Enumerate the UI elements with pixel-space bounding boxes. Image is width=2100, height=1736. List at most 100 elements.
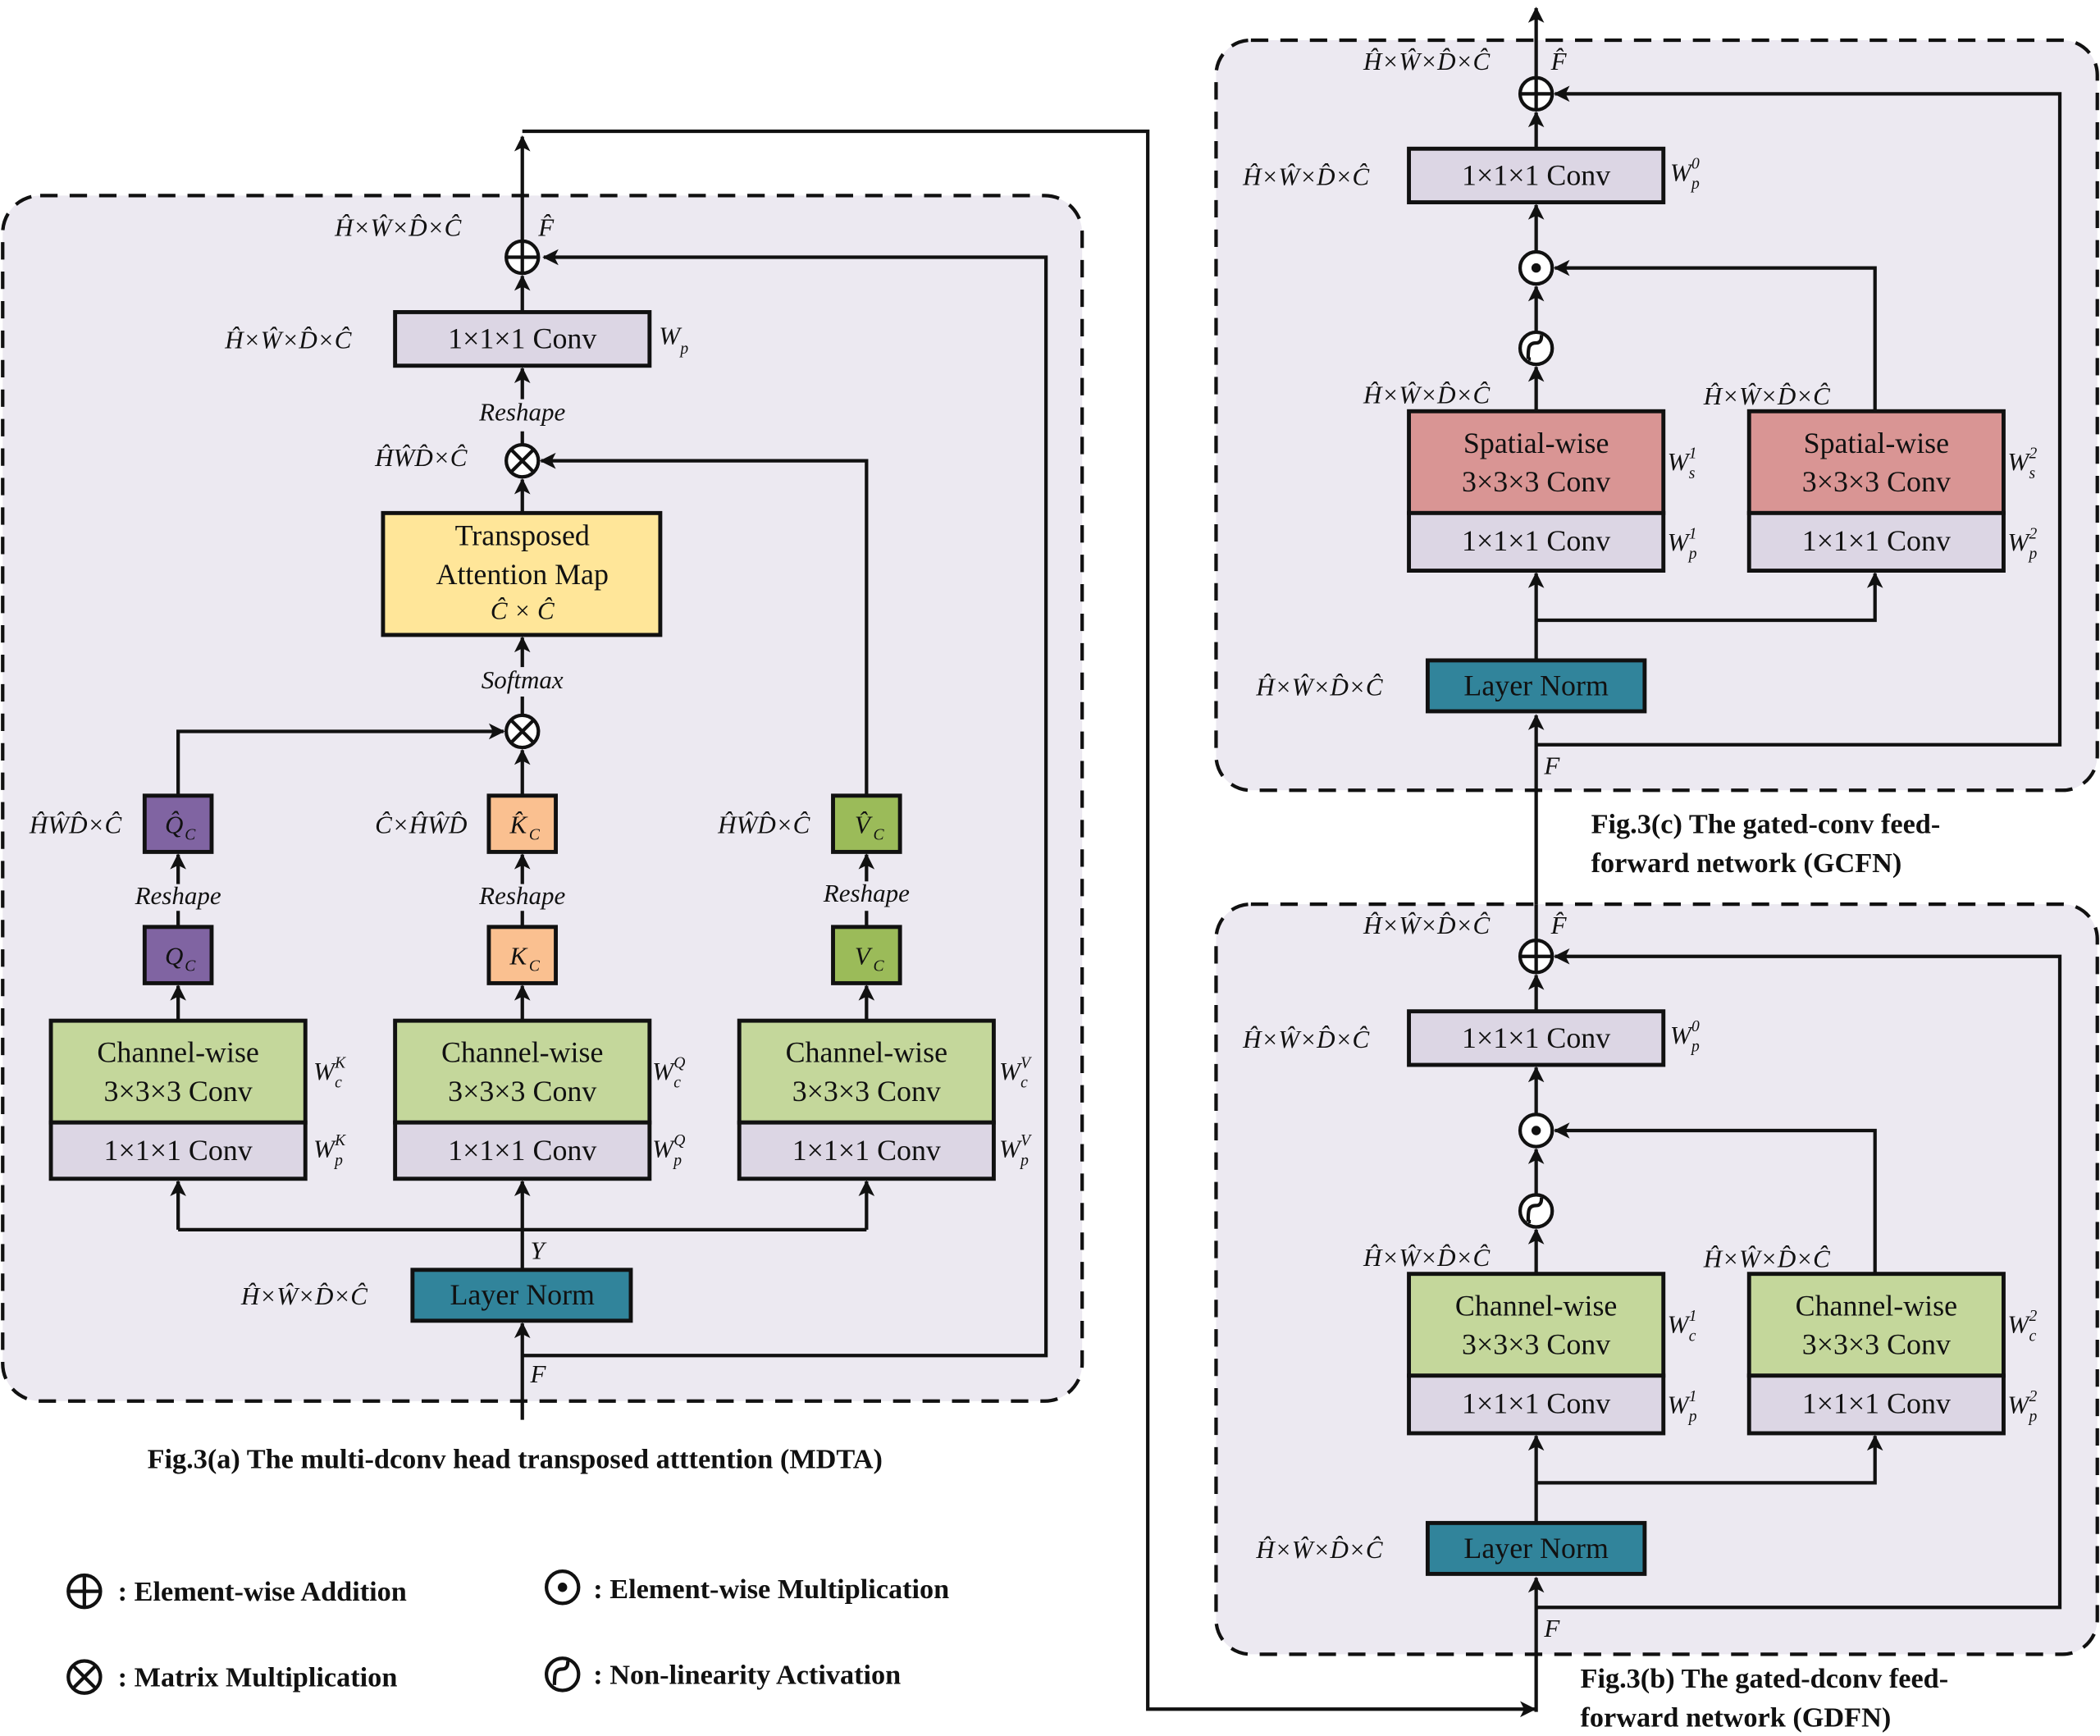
pwconv-label: 1×1×1 Conv xyxy=(792,1134,941,1167)
gcfn-out-label: F̂ xyxy=(1550,47,1568,75)
mdta-out-label: F̂ xyxy=(537,212,555,241)
gdfn-activation-icon xyxy=(1518,1193,1554,1229)
gcfn-activation-icon xyxy=(1518,330,1554,367)
pw-label: 1×1×1 Conv xyxy=(1802,1387,1951,1419)
q-hat-label: Q̂ xyxy=(165,811,183,839)
mdta-proj-weight: W xyxy=(659,322,682,350)
dwconv-line1: Channel-wise xyxy=(786,1036,947,1069)
w-c: W xyxy=(2007,1310,2031,1339)
weight-p: W xyxy=(652,1135,676,1163)
w-s-sup: 2 xyxy=(2029,445,2037,462)
spatial-line1: Spatial-wise xyxy=(1463,427,1609,459)
weight-c-sup: V xyxy=(1020,1054,1032,1071)
w-s-sub: s xyxy=(2029,465,2035,482)
spatial-line1: Spatial-wise xyxy=(1804,427,1950,459)
mdta-residual-line xyxy=(522,249,1048,1358)
w-c-sub: c xyxy=(2029,1327,2036,1345)
mdta-caption: Fig.3(a) The multi-dconv head transposed… xyxy=(148,1443,883,1474)
weight-c-sub: c xyxy=(673,1075,681,1092)
k-hat-block xyxy=(486,793,558,854)
gdfn-branch-2: Channel-wise 3×3×3 Conv 1×1×1 Conv W 2 c… xyxy=(1746,1272,2037,1436)
gcfn-input-label: F xyxy=(1543,752,1560,780)
weight-p-sup: V xyxy=(1020,1132,1032,1149)
gcfn-ln-dim: Ĥ×Ŵ×D̂×Ĉ xyxy=(1255,672,1382,701)
v-hat-block xyxy=(831,793,902,854)
q-reshape-label: Reshape xyxy=(135,881,221,910)
mdta-proj-conv-label: 1×1×1 Conv xyxy=(448,322,596,355)
gdfn-out-dim: Ĥ×Ŵ×D̂×Ĉ xyxy=(1363,911,1490,939)
weight-p-sup: Q xyxy=(673,1132,685,1149)
gdfn-layer-norm xyxy=(1425,1520,1647,1576)
gdfn-out-label: F̂ xyxy=(1550,911,1568,939)
gdfn-proj-w-sup: 0 xyxy=(1691,1018,1700,1035)
circle-dot-icon xyxy=(545,1569,581,1606)
mdta-branch-dwconv xyxy=(737,1018,996,1125)
pw-conv xyxy=(1746,1373,2006,1436)
v-hat-dim: ĤŴD̂×Ĉ xyxy=(717,811,810,839)
mdta-panel: F Layer Norm Ĥ×Ŵ×D̂×Ĉ Y Channel-wise 3×3… xyxy=(1,129,1536,1718)
weight-p-sub: p xyxy=(672,1152,682,1169)
pw-conv xyxy=(1407,1373,1666,1436)
gdfn-proj-label: 1×1×1 Conv xyxy=(1462,1021,1610,1054)
weight-c-sub: c xyxy=(335,1075,342,1092)
pw-label: 1×1×1 Conv xyxy=(1802,524,1951,557)
gcfn-panel: F Layer Norm Ĥ×Ŵ×D̂×Ĉ Spatial-wise 3×3×3… xyxy=(1214,7,2099,905)
gdfn-split xyxy=(1536,1434,1883,1485)
q-to-matmul xyxy=(176,723,505,796)
pwconv-label: 1×1×1 Conv xyxy=(448,1134,596,1167)
gcfn-proj-w: W xyxy=(1670,158,1694,186)
w-s-sup: 1 xyxy=(1689,445,1697,462)
v-label: V xyxy=(855,942,873,971)
legend-label: : Non-linearity Activation xyxy=(593,1659,901,1690)
weight-p: W xyxy=(313,1135,337,1163)
weight-p: W xyxy=(999,1135,1023,1163)
gdfn-ln-dim: Ĥ×Ŵ×D̂×Ĉ xyxy=(1255,1535,1382,1564)
pw-label: 1×1×1 Conv xyxy=(1462,524,1610,557)
channel-line1: Channel-wise xyxy=(1455,1289,1617,1322)
dwconv-line1: Channel-wise xyxy=(97,1036,258,1069)
gcfn-left-dim: Ĥ×Ŵ×D̂×Ĉ xyxy=(1363,380,1490,409)
weight-p-sup: K xyxy=(334,1132,346,1149)
pw-conv xyxy=(1746,510,2006,573)
pw-conv xyxy=(1407,510,1666,573)
circle-times-icon xyxy=(66,1659,103,1695)
q-sub: C xyxy=(185,958,196,975)
w-p-sub: p xyxy=(2027,1408,2037,1425)
dwconv-line1: Channel-wise xyxy=(441,1036,603,1069)
w-c-sub: c xyxy=(1689,1327,1696,1345)
dwconv-line2: 3×3×3 Conv xyxy=(104,1075,253,1108)
gdfn-proj-dim: Ĥ×Ŵ×D̂×Ĉ xyxy=(1242,1025,1369,1053)
legend-label: : Matrix Multiplication xyxy=(118,1662,398,1693)
pw-label: 1×1×1 Conv xyxy=(1462,1387,1610,1419)
gdfn-gate-line xyxy=(1553,1122,1877,1274)
w-p-sup: 2 xyxy=(2029,525,2037,542)
gcfn-out-dim: Ĥ×Ŵ×D̂×Ĉ xyxy=(1363,47,1490,75)
weight-c-sup: K xyxy=(334,1054,346,1071)
w-p-sub: p xyxy=(1687,546,1697,563)
weight-c-sup: Q xyxy=(673,1054,685,1071)
gcfn-caption-line1: Fig.3(c) The gated-conv feed- xyxy=(1591,809,1941,840)
w-p: W xyxy=(2007,1390,2031,1418)
legend-item-matrix-mult: : Matrix Multiplication xyxy=(66,1659,398,1695)
weight-c: W xyxy=(652,1057,676,1085)
matmul-dim: ĤŴD̂×Ĉ xyxy=(374,443,468,472)
gcfn-layer-norm-label: Layer Norm xyxy=(1463,669,1609,701)
gcfn-layer-norm xyxy=(1425,658,1647,714)
legend-item-addition: : Element-wise Addition xyxy=(66,1573,407,1610)
gcfn-proj-label: 1×1×1 Conv xyxy=(1462,158,1610,191)
matmul-av-icon xyxy=(504,442,541,479)
weight-c-sub: c xyxy=(1020,1075,1028,1092)
mdta-proj-conv xyxy=(393,310,652,368)
w-c-sup: 1 xyxy=(1689,1308,1697,1325)
w-p-sup: 1 xyxy=(1689,525,1697,542)
gdfn-add-icon xyxy=(1518,939,1554,975)
mdta-branch-q: Channel-wise 3×3×3 Conv 1×1×1 Conv W K c… xyxy=(48,1018,346,1181)
gdfn-layer-norm-label: Layer Norm xyxy=(1463,1532,1609,1565)
gcfn-branch-1: Spatial-wise 3×3×3 Conv 1×1×1 Conv W 1 s… xyxy=(1407,409,1697,573)
w-p-sup: 1 xyxy=(1689,1388,1697,1405)
mdta-branch-pwconv xyxy=(737,1120,996,1181)
mdta-branch-k: Channel-wise 3×3×3 Conv 1×1×1 Conv W Q c… xyxy=(393,1018,685,1181)
channel-conv xyxy=(1746,1272,2006,1378)
mdta-y-label: Y xyxy=(531,1236,547,1265)
mdta-branch-v: Channel-wise 3×3×3 Conv 1×1×1 Conv W V c… xyxy=(737,1018,1032,1181)
